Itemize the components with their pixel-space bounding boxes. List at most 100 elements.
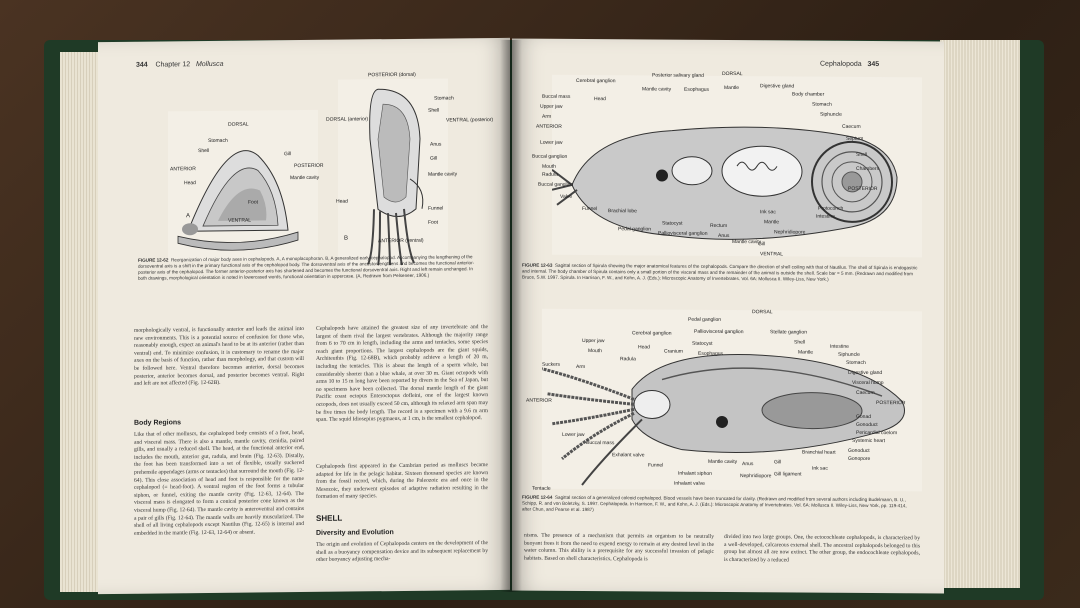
fig64-label-radula: Radula <box>620 356 636 363</box>
fig63-label-posterior-salivary-gland: Posterior salivary gland <box>652 72 704 79</box>
figure-caption-12-62: FIGURE 12-62 Reorganization of major bod… <box>138 254 478 282</box>
fig64-label-siphuncle: Siphuncle <box>838 351 860 358</box>
fig63-label-intestine: Intestine <box>816 213 835 220</box>
fig64-label-gonoduct-2: Gonoduct <box>848 447 870 454</box>
fig64-label-gonoduct: Gonoduct <box>856 421 878 429</box>
fig64-label-intestine: Intestine <box>830 343 849 350</box>
fig64-label-gill-ligament: Gill ligament <box>774 471 802 478</box>
fig-b-label-gill: Gill <box>430 155 438 162</box>
chapter-label: Chapter 12 <box>155 61 191 69</box>
fig63-label-upper-jaw: Upper jaw <box>540 103 563 110</box>
fig64-label-pedal-ganglion: Pedal ganglion <box>688 316 722 323</box>
fig64-label-palliovisceral-ganglion: Palliovisceral ganglion <box>694 328 744 336</box>
fig64-label-posterior: POSTERIOR <box>876 400 906 407</box>
fig64-label-exhalant-valve: Exhalant valve <box>612 452 645 459</box>
fig64-label-gonad: Gonad <box>856 413 872 420</box>
fig64-label-anus: Anus <box>742 461 754 468</box>
fig-b-label-foot: Foot <box>428 219 439 226</box>
fig64-label-esophagus: Esophagus <box>698 350 724 357</box>
page-number-left: 344 <box>136 61 148 69</box>
figure-12-63 <box>552 74 922 258</box>
coleoid-section-drawing <box>542 354 905 486</box>
fig63-label-dorsal: DORSAL <box>722 70 743 78</box>
left-col1-para2: Like that of other molluscs, the cephalo… <box>134 430 304 537</box>
fig64-label-lower-jaw: Lower jaw <box>562 431 585 438</box>
fig-b-label-ventral-posterior: VENTRAL (posterior) <box>446 117 494 124</box>
left-page: 344 Chapter 12 Mollusca DORSAL Stomach S… <box>98 37 510 595</box>
running-head: Cephalopoda <box>820 60 862 68</box>
fig63-label-gill: Gill <box>758 241 766 248</box>
fig63-label-siphuncle: Siphuncle <box>820 111 842 118</box>
fig63-label-mantle-cavity-lower: Mantle cavity <box>732 239 762 246</box>
fig64-label-funnel: Funnel <box>648 462 664 469</box>
fig-b-label-dorsal-anterior: DORSAL (anterior) <box>326 116 369 123</box>
spirula-section-drawing <box>552 126 898 240</box>
fig64-label-mouth: Mouth <box>588 348 602 355</box>
book-gutter <box>500 40 522 592</box>
figure-12-64 <box>542 308 922 492</box>
fig-b-label-anterior-ventral: ANTERIOR (ventral) <box>378 237 424 245</box>
fig63-label-head: Head <box>594 96 606 103</box>
fig64-label-nephridiopore: Nephridiopore <box>740 473 772 480</box>
fig63-label-body-chamber: Body chamber <box>792 91 825 98</box>
chapter-title: Mollusca <box>195 60 224 69</box>
fig63-label-buccal-ganglion-lower: Buccal ganglion <box>538 181 574 188</box>
fig-b-letter: B <box>344 235 349 242</box>
fig63-label-radula: Radula <box>542 171 558 178</box>
fig63-label-buccal-ganglion-upper: Buccal ganglion <box>532 153 568 160</box>
fig64-label-pericardial-coelom: Pericardial coelom <box>856 429 898 437</box>
fig63-label-ventral: VENTRAL <box>760 251 784 258</box>
fig64-label-dorsal: DORSAL <box>752 309 773 316</box>
fig63-label-esophagus: Esophagus <box>684 86 710 93</box>
fig64-label-digestive-gland: Digestive gland <box>848 369 883 377</box>
fig63-label-mouth: Mouth <box>542 163 556 170</box>
fig-b-label-anus: Anus <box>430 141 442 148</box>
fig64-label-ink-sac: Ink sac <box>812 465 828 472</box>
fig-a-label-stomach: Stomach <box>208 137 228 145</box>
right-page-edges <box>940 40 1020 588</box>
fig64-label-anterior: ANTERIOR <box>526 397 552 404</box>
fig-b-label-stomach: Stomach <box>434 95 454 102</box>
fig63-label-protoconch: Protoconch <box>818 205 844 212</box>
fig63-label-anterior: ANTERIOR <box>536 123 562 130</box>
fig64-label-systemic-heart: Systemic heart <box>852 437 886 445</box>
fig-a-label-gill: Gill <box>284 151 292 158</box>
right-page: Cephalopoda 345 Cerebral ganglion Poster… <box>512 38 944 594</box>
fig64-label-head: Head <box>638 344 650 351</box>
fig64-label-suckers: Suckers <box>542 361 561 368</box>
fig64-label-visceral-hump: Visceral hump <box>852 379 884 387</box>
fig-b-label-mantle-cavity: Mantle cavity <box>428 171 458 178</box>
fig63-label-chambers: Chambers <box>856 165 880 173</box>
left-col2-para2: Cephalopods first appeared in the Cambri… <box>316 462 488 501</box>
body-regions-heading: Body Regions <box>134 419 182 427</box>
fig-a-label-anterior: ANTERIOR <box>170 166 196 173</box>
diversity-heading: Diversity and Evolution <box>316 529 394 537</box>
fig64-label-stomach: Stomach <box>846 359 866 366</box>
fig64-label-branchial-heart: Branchial heart <box>802 449 836 456</box>
right-col2-text: divided into two large groups. One, the … <box>724 533 920 564</box>
fig63-label-digestive-gland: Digestive gland <box>760 83 795 90</box>
fig64-label-arm: Arm <box>576 363 586 371</box>
fig-b-label-posterior-dorsal: POSTERIOR (dorsal) <box>368 71 416 79</box>
fig63-label-cerebral-ganglion: Cerebral ganglion <box>576 77 616 85</box>
fig-a-label-dorsal: DORSAL <box>228 121 249 128</box>
figure-12-62b <box>338 78 448 270</box>
fig63-label-septum: Septum <box>846 135 864 142</box>
fig64-label-stellate-ganglion: Stellate ganglion <box>770 329 807 336</box>
fig64-label-gill: Gill <box>774 459 782 466</box>
fig63-label-buccal-mass: Buccal mass <box>542 93 571 100</box>
fig63-caption-id: FIGURE 12-63 <box>522 262 553 268</box>
fig-a-label-foot: Foot <box>248 199 259 206</box>
early-cephalopod-drawing <box>367 88 424 266</box>
figure-12-62a <box>168 109 318 262</box>
fig63-label-caecum: Caecum <box>842 123 861 130</box>
page-number-right: 345 <box>867 60 880 69</box>
fig63-label-anus: Anus <box>718 232 730 240</box>
fig64-label-upper-jaw: Upper jaw <box>582 337 605 345</box>
fig63-label-lower-jaw: Lower jaw <box>540 139 563 146</box>
left-col1-para1: morphologically ventral, is functionally… <box>134 326 304 387</box>
shell-heading: SHELL <box>316 513 343 523</box>
fig64-label-caecum: Caecum <box>856 389 875 397</box>
fig-b-label-shell: Shell <box>428 107 440 114</box>
fig63-label-nephridiopore: Nephridiopore <box>774 229 806 236</box>
